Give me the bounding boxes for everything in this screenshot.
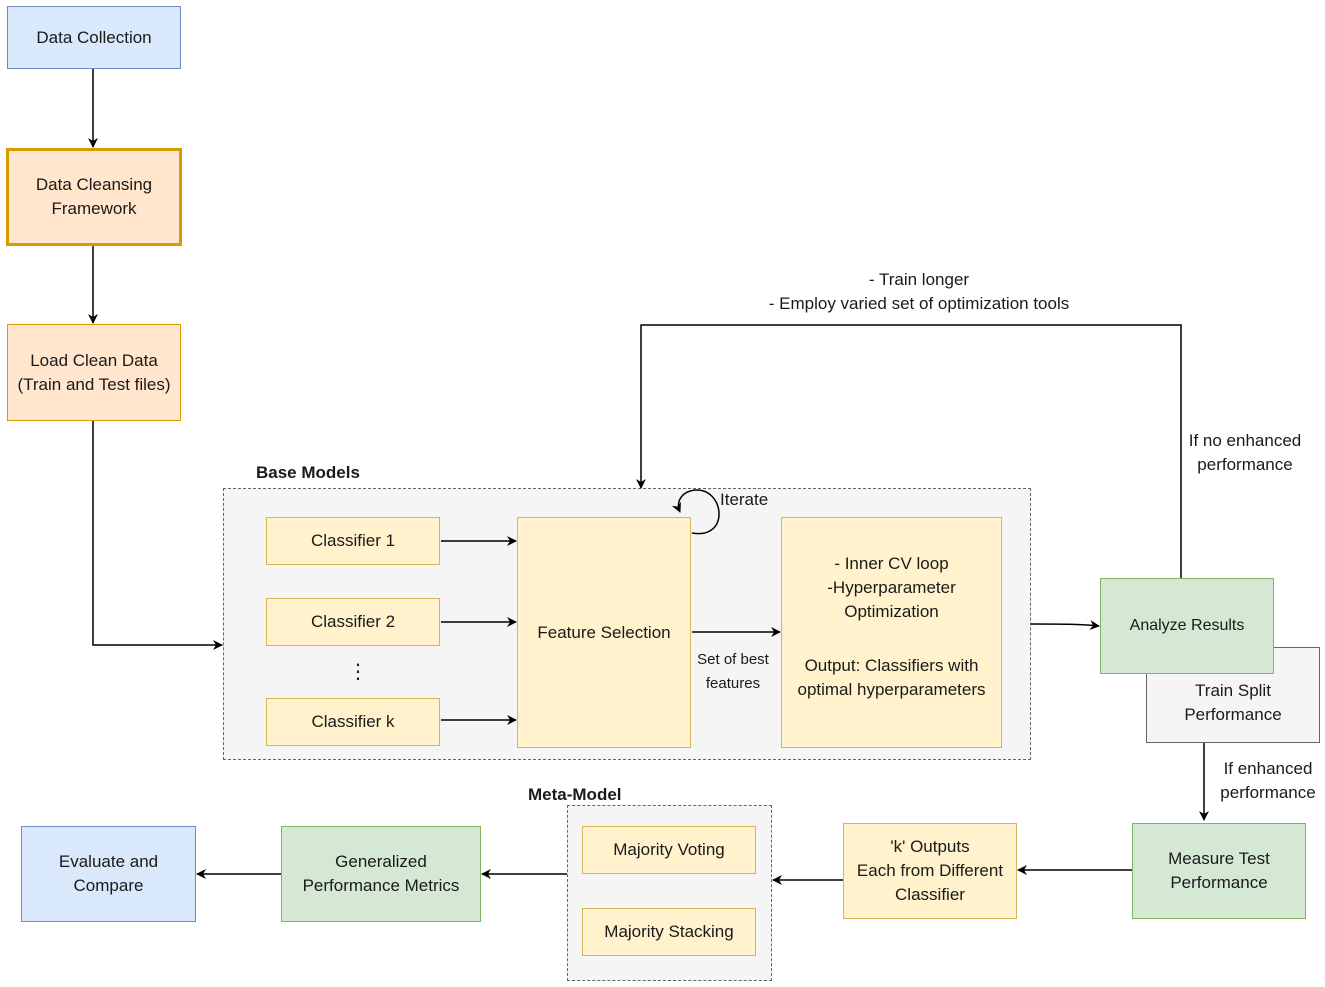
data-cleansing-node: Data Cleansing Framework xyxy=(6,148,182,246)
feature-selection-node: Feature Selection xyxy=(517,517,691,748)
inner-cv-text: - Inner CV loop -Hyperparameter Optimiza… xyxy=(827,554,956,621)
classifier-ellipsis: ⋮ xyxy=(348,661,368,683)
classifier-1-node: Classifier 1 xyxy=(266,517,440,565)
majority-stacking-node: Majority Stacking xyxy=(582,908,756,956)
no-enhanced-label: If no enhanced performance xyxy=(1188,431,1302,474)
base-models-title: Base Models xyxy=(256,463,360,482)
classifier-2-node: Classifier 2 xyxy=(266,598,440,646)
evaluate-compare-node: Evaluate and Compare xyxy=(21,826,196,922)
data-collection-node: Data Collection xyxy=(7,6,181,69)
measure-test-performance-node: Measure Test Performance xyxy=(1132,823,1306,919)
analyze-results-node: Analyze Results xyxy=(1100,578,1274,674)
generalized-metrics-node: Generalized Performance Metrics xyxy=(281,826,481,922)
best-features-label: Set of best features xyxy=(697,651,769,692)
feedback-label: - Train longer - Employ varied set of op… xyxy=(768,270,1070,313)
iterate-label: Iterate xyxy=(720,490,769,509)
majority-voting-node: Majority Voting xyxy=(582,826,756,874)
hyperparameter-optimization-node: - Inner CV loop -Hyperparameter Optimiza… xyxy=(781,517,1002,748)
classifier-k-node: Classifier k xyxy=(266,698,440,746)
load-clean-data-node: Load Clean Data (Train and Test files) xyxy=(7,324,181,421)
k-outputs-node: 'k' Outputs Each from Different Classifi… xyxy=(843,823,1017,919)
output-classifiers-text: Output: Classifiers with optimal hyperpa… xyxy=(797,656,986,699)
enhanced-label: If enhanced performance xyxy=(1220,759,1316,802)
meta-model-title: Meta-Model xyxy=(528,785,622,804)
